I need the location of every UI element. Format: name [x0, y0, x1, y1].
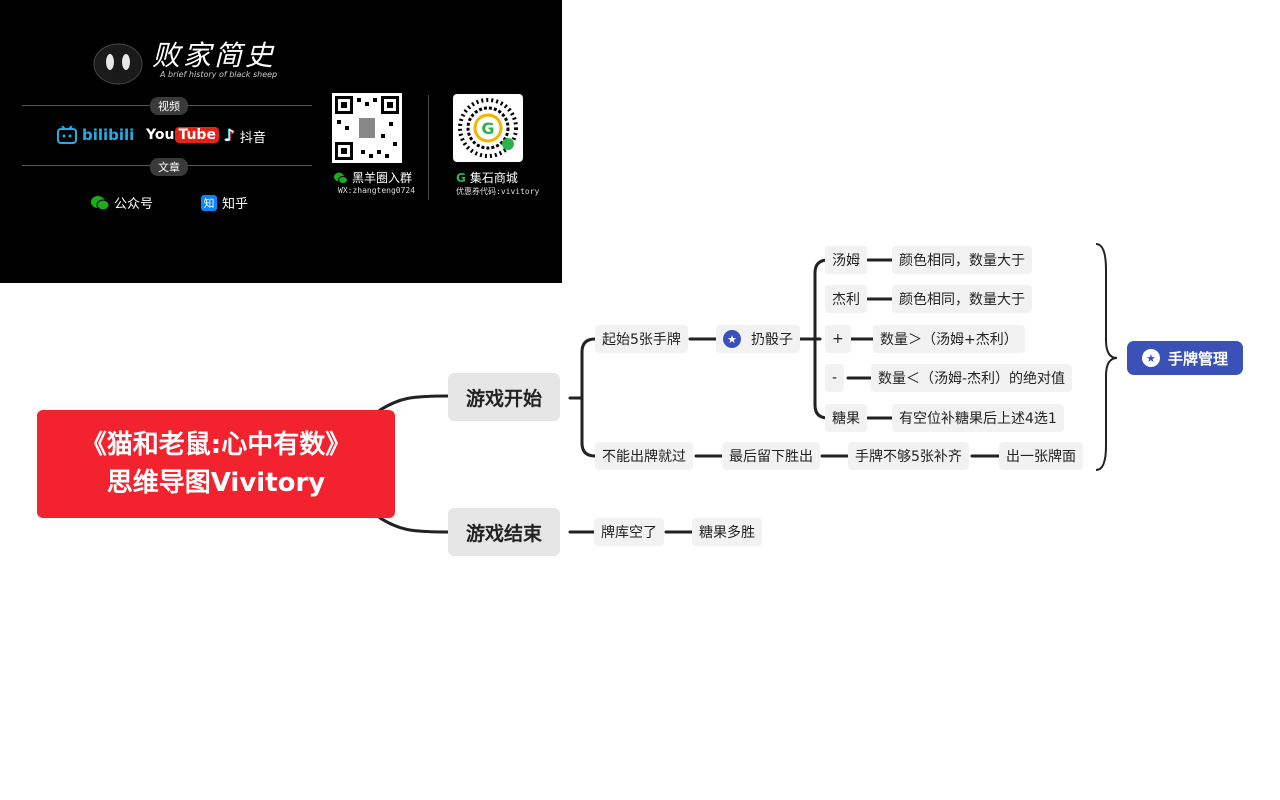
- wechat-group-qr-code: [332, 93, 402, 163]
- summary-label: 手牌管理: [1167, 349, 1228, 368]
- topic-play-one[interactable]: 出一张牌面: [999, 442, 1083, 470]
- root-title-line2: 思维导图Vivitory: [106, 468, 326, 498]
- roll-dice-label: 扔骰子: [751, 332, 793, 348]
- topic-tom[interactable]: 汤姆: [825, 246, 867, 274]
- topic-plus[interactable]: +: [825, 325, 851, 353]
- wechat-official-label: 公众号: [114, 197, 154, 212]
- root-title-line1: 《猫和老鼠:心中有数》: [80, 430, 352, 460]
- black-sheep-logo: [93, 43, 143, 85]
- topic-plus-rule[interactable]: 数量＞（汤姆+杰利）: [873, 325, 1025, 353]
- summary-brace: [1095, 243, 1118, 471]
- qr1-subtitle: WX:zhangteng0724: [338, 186, 416, 195]
- vertical-divider: [428, 95, 429, 200]
- bilibili-label: bilibili: [82, 126, 135, 144]
- topic-jerry-rule[interactable]: 颜色相同，数量大于: [892, 285, 1032, 313]
- bilibili-icon: [57, 126, 77, 144]
- topic-candy-rule[interactable]: 有空位补糖果后上述4选1: [892, 404, 1064, 432]
- brand-tagline: A brief history of black sheep: [160, 70, 278, 79]
- topic-roll-dice[interactable]: ★ 扔骰子: [716, 325, 800, 353]
- topic-deck-empty[interactable]: 牌库空了: [594, 518, 664, 546]
- promo-banner: 败家简史 A brief history of black sheep 视频 b…: [0, 0, 562, 283]
- topic-start-hand[interactable]: 起始5张手牌: [595, 325, 688, 353]
- bilibili-link[interactable]: bilibili: [57, 126, 134, 144]
- jishi-g-icon: G: [456, 170, 466, 185]
- wechat-icon: [334, 172, 348, 184]
- qr2-subtitle: 优惠券代码:vivitory: [456, 187, 540, 196]
- topic-refill[interactable]: 手牌不够5张补齐: [848, 442, 969, 470]
- zhihu-label: 知乎: [222, 197, 249, 212]
- qr1-caption-text: 黑羊圈入群: [352, 171, 413, 185]
- star-icon: ★: [1141, 349, 1160, 367]
- qr2-caption: G 集石商城: [456, 169, 518, 186]
- douyin-link[interactable]: ♪ 抖音: [224, 126, 266, 146]
- wechat-official-link[interactable]: 公众号: [91, 193, 153, 212]
- mini-program-code: G: [453, 94, 523, 162]
- topic-tom-rule[interactable]: 颜色相同，数量大于: [892, 246, 1032, 274]
- svg-text:G: G: [481, 119, 494, 138]
- branch-game-end[interactable]: 游戏结束: [448, 508, 561, 556]
- topic-most-candy[interactable]: 糖果多胜: [692, 518, 762, 546]
- topic-minus-rule[interactable]: 数量＜（汤姆-杰利）的绝对值: [871, 364, 1073, 392]
- zhihu-icon: 知: [201, 194, 217, 211]
- zhihu-link[interactable]: 知 知乎: [201, 193, 248, 212]
- douyin-icon: ♪: [224, 126, 235, 146]
- topic-last-wins[interactable]: 最后留下胜出: [722, 442, 820, 470]
- star-icon: ★: [723, 330, 741, 348]
- article-section-label: 文章: [150, 158, 188, 176]
- youtube-label-you: You: [146, 127, 175, 143]
- youtube-label-tube: Tube: [175, 127, 219, 143]
- summary-hand-management[interactable]: ★ 手牌管理: [1127, 341, 1243, 375]
- video-section-label: 视频: [150, 97, 188, 115]
- youtube-link[interactable]: You Tube: [146, 127, 219, 143]
- wechat-icon: [91, 195, 109, 210]
- douyin-label: 抖音: [239, 130, 266, 146]
- topic-candy[interactable]: 糖果: [825, 404, 867, 432]
- topic-cannot-play[interactable]: 不能出牌就过: [595, 442, 693, 470]
- qr1-caption: 黑羊圈入群: [334, 169, 412, 186]
- qr2-caption-text: 集石商城: [469, 171, 518, 185]
- mindmap-root-topic[interactable]: 《猫和老鼠:心中有数》 思维导图Vivitory: [37, 410, 395, 518]
- topic-minus[interactable]: -: [825, 364, 845, 392]
- branch-game-start[interactable]: 游戏开始: [448, 373, 561, 421]
- topic-jerry[interactable]: 杰利: [825, 285, 867, 313]
- brand-script: 败家简史: [152, 39, 277, 72]
